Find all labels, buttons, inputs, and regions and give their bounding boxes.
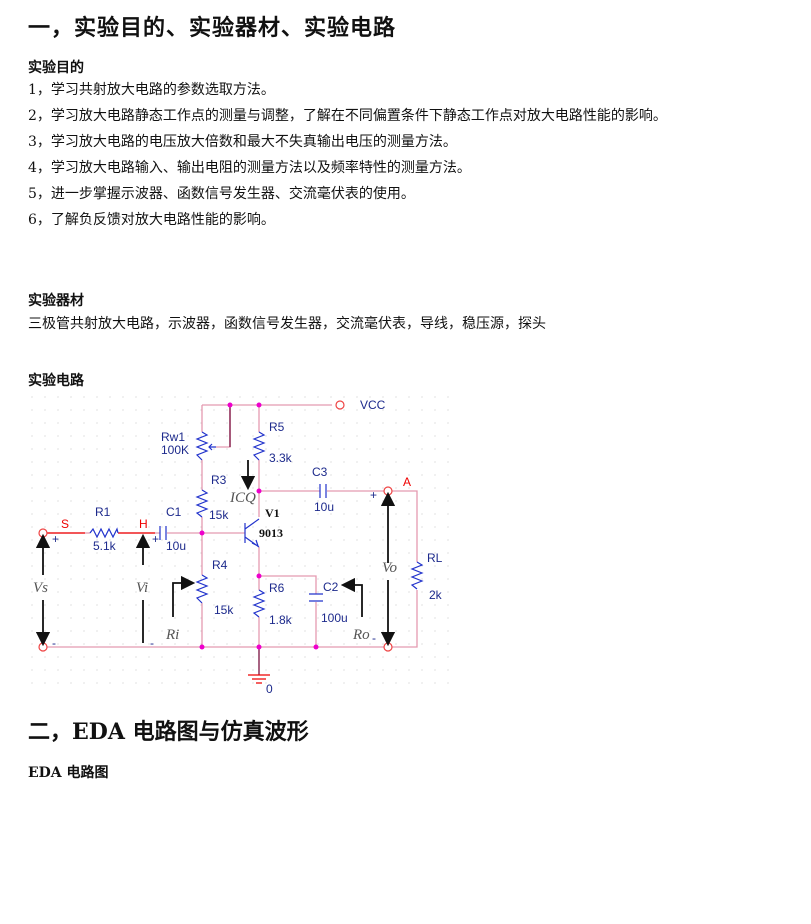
vs-plus: + [52,532,59,546]
circuit-heading: 实验电路 [28,373,84,389]
equipment-text: 三极管共射放大电路，示波器，函数信号发生器，交流毫伏表，导线，稳压源，探头 [28,316,546,332]
vo-plus: + [370,488,377,502]
r3-label: R3 [211,473,227,487]
ri-label: Ri [165,627,179,643]
c1-capacitor [159,526,167,540]
ground-symbol [248,674,270,684]
purpose-item: 6，了解负反馈对放大电路性能的影响。 [28,212,275,228]
section-1-title: 一，实验目的、实验器材、实验电路 [28,15,397,41]
vs-label: Vs [33,580,48,596]
c2-capacitor [309,593,323,602]
purpose-list: 1，学习共射放大电路的参数选取方法。 2，学习放大电路静态工作点的测量与调整，了… [28,77,798,233]
ro-label: Ro [352,627,370,643]
junction-dots [199,402,319,650]
ground-label: 0 [266,682,273,695]
node-a-label: A [403,475,411,489]
c2-label: C2 [323,580,339,594]
r4-resistor [195,574,209,604]
r6-value: 1.8k [269,613,293,627]
purpose-item: 4，学习放大电路输入、输出电阻的测量方法以及频率特性的测量方法。 [28,160,471,176]
c3-label: C3 [312,465,328,479]
r3-resistor [195,489,209,518]
r1-resistor [89,527,119,539]
eda-heading: EDA 电路图 [28,765,109,781]
vo-minus: - [372,631,376,645]
purpose-item: 2，学习放大电路静态工作点的测量与调整，了解在不同偏置条件下静态工作点对放大电路… [28,108,667,124]
components [89,431,424,684]
r5-resistor [252,431,266,461]
rw1-label: Rw1 [161,430,185,444]
vo-label: Vo [382,560,398,576]
section-2-title: 二，EDA 电路图与仿真波形 [28,719,309,745]
r1-value: 5.1k [93,539,117,553]
purpose-item: 1，学习共射放大电路的参数选取方法。 [28,82,275,98]
vs-minus: - [52,636,56,650]
r6-label: R6 [269,581,285,595]
rl-resistor [410,561,424,590]
rl-label: RL [427,551,443,565]
icq-label: ICQ [229,490,256,506]
purpose-item: 3，学习放大电路的电压放大倍数和最大不失真输出电压的测量方法。 [28,134,457,150]
vi-minus: - [150,636,154,650]
v1-label: V1 [265,506,280,520]
r4-value: 15k [214,603,234,617]
circuit-diagram: VCC Rw1 100K R5 3.3k R3 15k C3 10u ICQ V… [30,395,450,695]
r4-label: R4 [212,558,228,572]
c3-capacitor [319,484,327,498]
r1-label: R1 [95,505,111,519]
r6-resistor [252,589,266,618]
purpose-heading: 实验目的 [28,60,84,76]
r5-label: R5 [269,420,285,434]
rw1-wiper [208,443,216,451]
equipment-heading: 实验器材 [28,293,84,309]
rw1-resistor [195,431,209,461]
vi-plus: + [152,532,159,546]
r5-value: 3.3k [269,451,293,465]
arrows [35,460,396,647]
c3-value: 10u [314,500,334,514]
node-s-label: S [61,517,69,531]
r3-value: 15k [209,508,229,522]
c1-label: C1 [166,505,182,519]
node-h-label: H [139,517,148,531]
vcc-label: VCC [360,398,386,412]
rl-value: 2k [429,588,443,602]
v1-value: 9013 [259,526,283,540]
c1-value: 10u [166,539,186,553]
vi-label: Vi [136,580,148,596]
rw1-value: 100K [161,443,189,457]
purpose-item: 5，进一步掌握示波器、函数信号发生器、交流毫伏表的使用。 [28,186,415,202]
transistor-v1 [244,518,260,548]
c2-value: 100u [321,611,348,625]
